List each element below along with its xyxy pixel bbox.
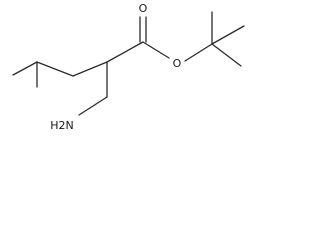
structure-diagram: O O H2N <box>0 0 250 140</box>
bond-ch2n-n <box>78 96 108 116</box>
bond-ch2-alpha <box>72 61 108 77</box>
bond-methyl-left <box>12 61 38 76</box>
molecule-svg: O O H2N <box>12 2 245 132</box>
carbonyl-oxygen-label: O <box>139 2 148 15</box>
bond-carbonyl-ester-o <box>142 41 170 59</box>
ester-oxygen-label: O <box>173 57 182 70</box>
bond-isopropyl-ch2 <box>36 61 74 77</box>
bond-alpha-carbonyl <box>106 41 144 63</box>
bond-tbu-methyl-down <box>211 43 242 67</box>
bond-ester-o-tbu <box>184 43 213 62</box>
bond-tbu-methyl-right <box>211 25 245 45</box>
amine-label: H2N <box>50 119 74 132</box>
